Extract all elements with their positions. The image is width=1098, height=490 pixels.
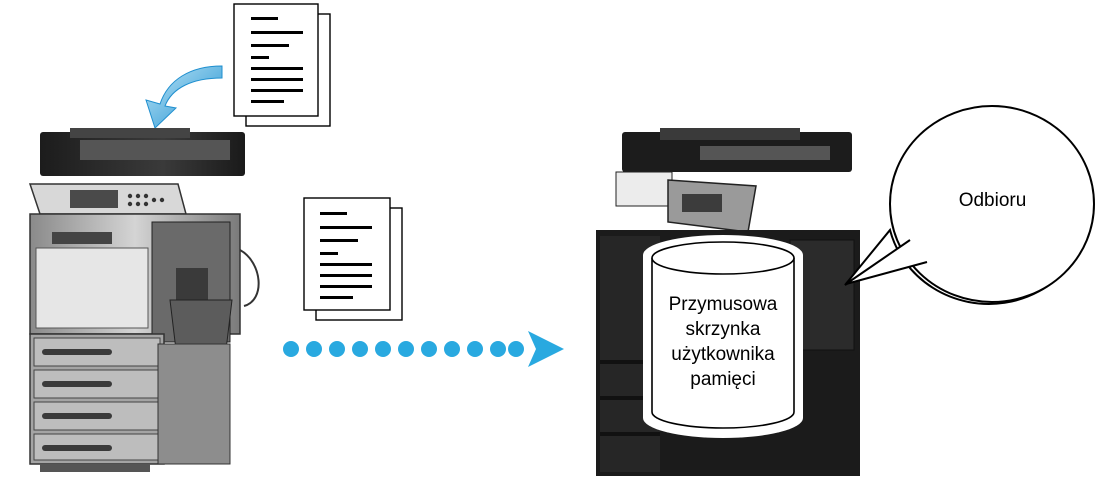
memory-box-label-line-3: użytkownika [671, 344, 775, 365]
memory-box-cylinder [643, 235, 803, 438]
transit-document-stack-icon [303, 197, 403, 321]
transfer-dotted-arrow-icon [283, 331, 564, 367]
speech-bubble [844, 105, 1095, 305]
memory-box-label: Przymusowa skrzynka użytkownika pamięci [655, 292, 791, 392]
speech-bubble-label: Odbioru [958, 190, 1027, 211]
memory-box-label-line-2: skrzynka [685, 319, 761, 340]
memory-box-label-line-4: pamięci [690, 369, 756, 390]
feed-arrow-icon [145, 65, 223, 129]
source-document-stack-icon [233, 3, 331, 127]
memory-box-label-line-1: Przymusowa [668, 294, 778, 315]
sender-mfp-icon [28, 128, 260, 472]
